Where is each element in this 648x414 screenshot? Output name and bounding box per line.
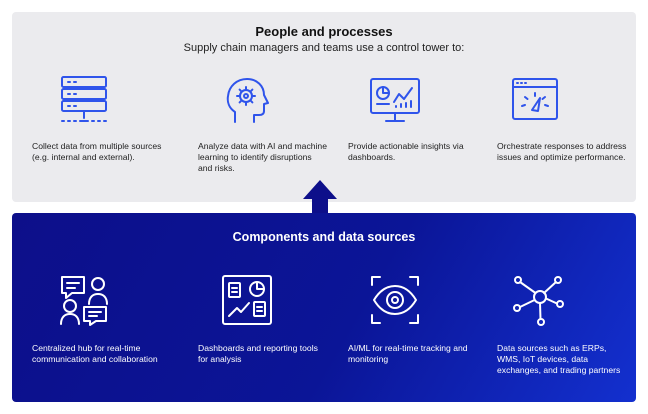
item-text-data-sources: Data sources such as ERPs, WMS, IoT devi… <box>497 343 621 375</box>
item-text-analyze-data: Analyze data with AI and machine learnin… <box>198 141 327 173</box>
people-processes-panel: People and processes Supply chain manage… <box>12 12 636 202</box>
eye-scan-icon <box>371 276 419 324</box>
server-stack-icon <box>61 76 107 122</box>
components-panel: Components and data sources Centralized … <box>12 213 636 402</box>
up-arrow-icon <box>303 180 337 216</box>
item-text-collect-data: Collect data from multiple sources (e.g.… <box>32 141 162 162</box>
dashboard-monitor-icon <box>370 78 420 122</box>
item-text-provide-insights: Provide actionable insights via dashboar… <box>348 141 464 162</box>
item-text-centralized-hub: Centralized hub for real-time communicat… <box>32 343 158 364</box>
people-processes-subtitle: Supply chain managers and teams use a co… <box>183 42 465 54</box>
chat-people-icon <box>60 276 108 326</box>
item-text-dashboards-reporting: Dashboards and reporting tools for analy… <box>198 343 318 364</box>
reporting-board-icon <box>222 275 272 325</box>
people-processes-title: People and processes <box>255 24 393 39</box>
components-title: Components and data sources <box>232 230 416 244</box>
ai-head-gear-icon <box>226 78 269 123</box>
network-nodes-icon <box>513 276 564 326</box>
gauge-window-icon <box>512 78 558 120</box>
item-text-orchestrate: Orchestrate responses to address issues … <box>497 141 627 162</box>
item-text-aiml-tracking: AI/ML for real-time tracking and monitor… <box>348 343 468 364</box>
